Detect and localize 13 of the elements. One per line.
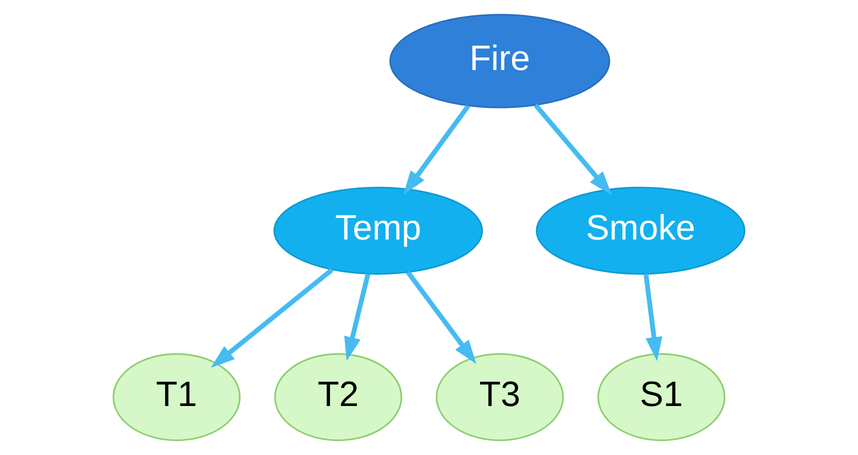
node-ellipse: T3 xyxy=(436,353,564,442)
arrow xyxy=(406,270,476,364)
arrow xyxy=(344,273,370,362)
arrow xyxy=(644,274,662,362)
node-ellipse: Fire xyxy=(389,14,610,108)
arrow xyxy=(210,268,334,368)
arrow xyxy=(534,104,612,196)
node-ellipse: T2 xyxy=(274,353,402,442)
node-ellipse: Temp xyxy=(273,186,483,275)
node-ellipse: T1 xyxy=(112,353,241,442)
node-ellipse: S1 xyxy=(597,353,726,442)
node-ellipse: Smoke xyxy=(536,186,746,275)
arrow xyxy=(403,104,470,195)
